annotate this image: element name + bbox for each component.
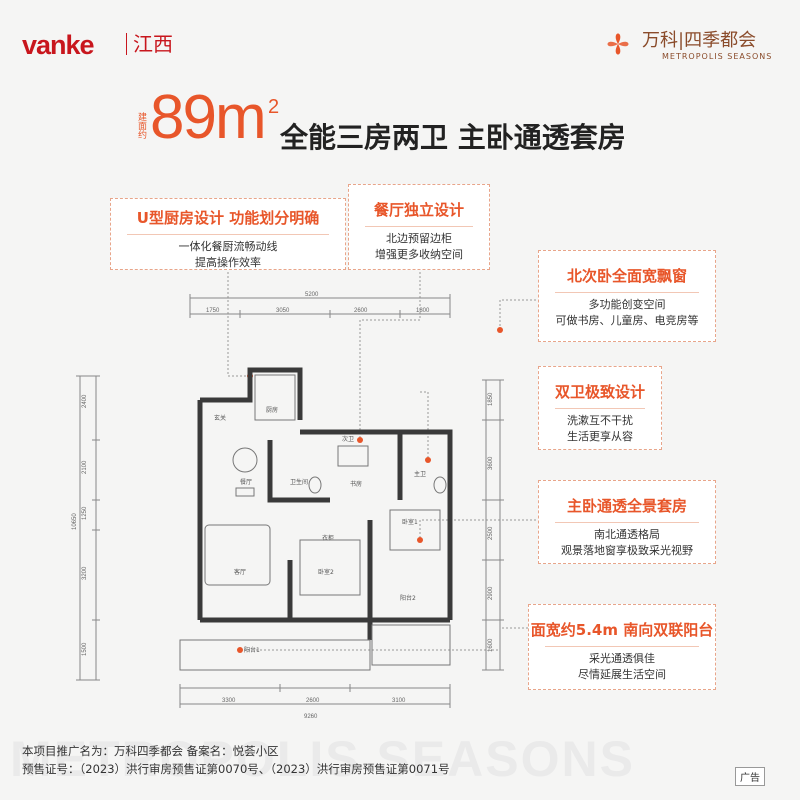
left-dim-5: 1500: [82, 642, 88, 656]
area-unit-superscript: 2: [268, 96, 280, 118]
feature-card-balcony: 面宽约5.4m 南向双联阳台 采光通透俱佳 尽情延展生活空间: [528, 604, 716, 690]
right-dim-2: 3600: [488, 456, 494, 470]
room-dining: 餐厅: [240, 478, 252, 486]
feature-line: 南北通透格局: [594, 528, 660, 541]
feature-line: 多功能创变空间: [588, 298, 666, 311]
top-dim-4: 1800: [416, 308, 430, 314]
feature-card-master-suite: 主卧通透全景套房 南北通透格局 观景落地窗享极致采光视野: [538, 480, 716, 564]
watermark-text: METROPOLIS SEASONS: [10, 731, 635, 787]
feature-line: 观景落地窗享极致采光视野: [561, 544, 693, 557]
feature-line: 尽情延展生活空间: [578, 668, 666, 681]
feature-title: 面宽约5.4m 南向双联阳台: [530, 621, 714, 639]
bottom-dim-2: 2600: [306, 698, 320, 704]
left-dim-4: 3200: [82, 566, 88, 580]
room-balcony1: 阳台1: [244, 646, 260, 654]
brand-flower-icon: [607, 33, 629, 55]
feature-line: 生活更享从容: [567, 430, 633, 443]
top-dim-1: 1750: [206, 308, 220, 314]
feature-title: 餐厅独立设计: [373, 201, 464, 219]
feature-card-dining: 餐厅独立设计 北边预留边柜 增强更多收纳空间: [348, 184, 490, 270]
room-bedroom1: 卧室1: [402, 518, 418, 526]
feature-card-north-bedroom: 北次卧全面宽飘窗 多功能创变空间 可做书房、儿童房、电竞房等: [538, 250, 716, 342]
room-wardrobe: 衣柜: [322, 534, 334, 542]
ad-badge: 广告: [735, 767, 765, 786]
bottom-dim-1: 3300: [222, 698, 236, 704]
right-dim-3: 2500: [488, 526, 494, 540]
feature-line: 洗漱互不干扰: [567, 414, 633, 427]
top-dim-3: 2600: [354, 308, 368, 314]
room-study: 书房: [350, 480, 362, 488]
right-dim-5: 1600: [488, 638, 494, 652]
feature-line: 增强更多收纳空间: [375, 248, 463, 261]
left-dim-2: 2100: [82, 460, 88, 474]
feature-card-kitchen: U型厨房设计 功能划分明确 一体化餐厨流畅动线 提高操作效率: [110, 198, 346, 270]
footer-line-1: 本项目推广名为：万科四季都会 备案名：悦荟小区: [22, 744, 279, 758]
footer-disclaimer: 本项目推广名为：万科四季都会 备案名：悦荟小区 预售证号：（2023）洪行审房预…: [22, 742, 450, 778]
feature-card-double-bath: 双卫极致设计 洗漱互不干扰 生活更享从容: [538, 366, 662, 450]
brand-name: 万科|四季都会: [642, 30, 757, 51]
room-master-bath: 主卫: [414, 470, 426, 478]
room-entry: 玄关: [214, 414, 226, 422]
room-bath: 卫生间: [290, 478, 308, 486]
feature-line: 提高操作效率: [195, 256, 261, 269]
region-label: 江西: [126, 33, 173, 55]
area-value: 89m: [150, 83, 267, 152]
top-dim-2: 3050: [276, 308, 290, 314]
room-second-bath: 次卫: [342, 435, 354, 443]
bottom-dim-3: 3100: [392, 698, 406, 704]
bottom-dim-total: 9260: [304, 714, 318, 720]
area-label: 建面约: [136, 112, 146, 139]
room-bedroom2: 卧室2: [318, 568, 334, 576]
feature-title: 双卫极致设计: [554, 383, 645, 401]
room-kitchen: 厨房: [266, 406, 278, 414]
footer-line-2: 预售证号：（2023）洪行审房预售证第0070号、（2023）洪行审房预售证第0…: [22, 762, 450, 776]
feature-title: 北次卧全面宽飘窗: [566, 267, 687, 285]
right-dim-4: 2900: [488, 586, 494, 600]
left-dim-total: 10650: [72, 513, 78, 530]
feature-line: 采光通透俱佳: [589, 652, 655, 665]
feature-line: 可做书房、儿童房、电竞房等: [555, 314, 699, 327]
brand-english-name: METROPOLIS SEASONS: [662, 52, 773, 61]
left-dim-1: 2400: [82, 394, 88, 408]
top-dim-total: 5200: [305, 292, 319, 298]
headline: 全能三房两卫 主卧通透套房: [280, 121, 626, 154]
feature-title: 主卧通透全景套房: [566, 497, 687, 515]
feature-line: 一体化餐厨流畅动线: [178, 240, 278, 253]
feature-title: U型厨房设计 功能划分明确: [136, 209, 320, 227]
right-dim-1: 1850: [488, 392, 494, 406]
room-balcony2: 阳台2: [400, 594, 416, 602]
feature-line: 北边预留边柜: [386, 232, 452, 245]
left-dim-3: 1250: [82, 506, 88, 520]
developer-logo: vanke: [22, 30, 95, 60]
room-living: 客厅: [234, 568, 246, 576]
